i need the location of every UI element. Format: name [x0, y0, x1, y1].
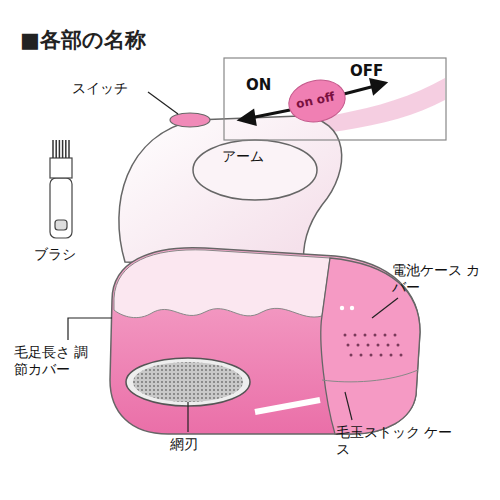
part-name: 網刃: [170, 436, 220, 453]
part-name: ブラシ: [34, 246, 104, 263]
switch-knob: onoff: [284, 74, 349, 127]
switch-inset: ONOFFonoff: [226, 60, 444, 138]
part-name: 電池ケース カバー: [392, 262, 482, 296]
diagram-title: ■各部の名称: [20, 28, 146, 53]
switch-label: on: [295, 94, 314, 111]
part-name: スイッチ: [72, 80, 152, 97]
switch-label: off: [315, 89, 335, 106]
part-name: 毛玉ストック ケース: [336, 424, 456, 458]
part-name: 毛足長さ 調節カバー: [14, 344, 96, 378]
switch-label: ON: [246, 76, 271, 94]
switch-label: OFF: [350, 62, 383, 80]
part-name: アーム: [222, 148, 292, 165]
